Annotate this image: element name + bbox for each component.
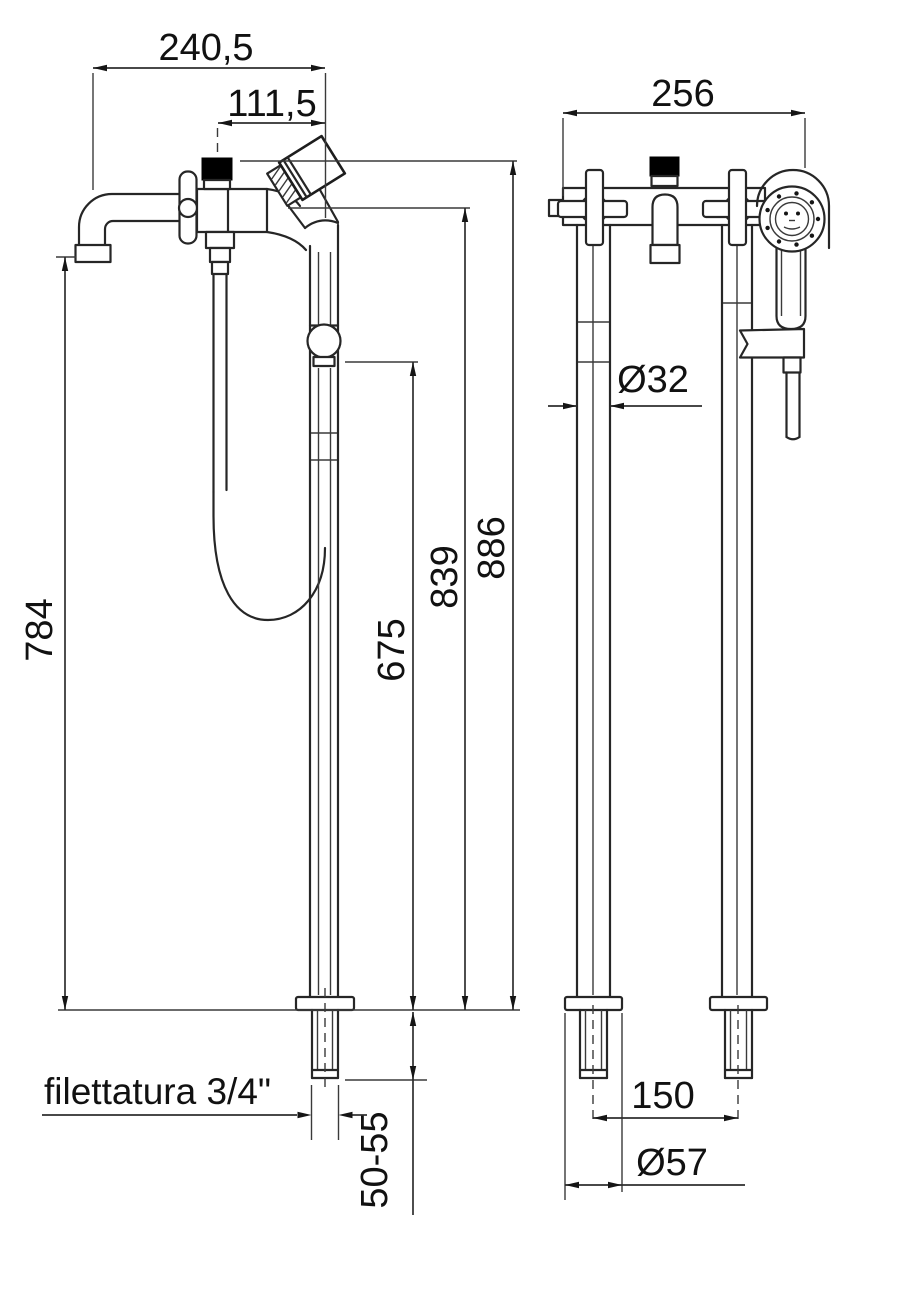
handshower-face-flange [758, 185, 826, 253]
dim-label-240-5: 240,5 [158, 27, 253, 69]
dim-150: 150 [593, 1075, 738, 1122]
cross-handle-right-front [701, 168, 774, 247]
dim-675: 675 [371, 362, 417, 1010]
dim-d57: Ø57 [565, 1142, 745, 1189]
diverter-knob-side [201, 157, 233, 181]
front-view [547, 156, 831, 1080]
dim-label-256: 256 [651, 73, 714, 115]
hose-ball-joint [306, 323, 342, 359]
cross-handle-left-front [556, 168, 629, 247]
dim-111-5: 111,5 [218, 83, 325, 127]
dim-label-d57: Ø57 [636, 1142, 708, 1184]
dim-label-784: 784 [19, 598, 61, 661]
hose-elbow-bracket [738, 327, 806, 359]
dimensions: 240,5 111,5 886 839 675 [19, 27, 806, 1215]
dim-label-886: 886 [471, 516, 513, 579]
column-side [306, 223, 342, 999]
handshower-head [277, 134, 347, 202]
diverter-knob-front [649, 156, 680, 177]
dim-50-55: 50-55 [354, 1012, 417, 1215]
spout-side [74, 192, 199, 264]
dim-label-d32: Ø32 [617, 359, 689, 401]
shower-hose-side [212, 272, 327, 622]
spout-outlet-cap [74, 243, 112, 264]
dim-240-5: 240,5 [93, 27, 325, 72]
dim-label-thread: filettatura 3/4" [44, 1071, 271, 1112]
dim-label-675: 675 [371, 618, 413, 681]
dim-256: 256 [563, 73, 805, 117]
side-view [74, 134, 356, 1092]
cross-handle-side [177, 170, 199, 245]
columns-front [575, 223, 754, 999]
dim-886: 886 [471, 161, 517, 1010]
dim-thread-note: filettatura 3/4" [42, 1071, 367, 1119]
handshower-side [266, 134, 347, 230]
dim-label-50-55: 50-55 [354, 1111, 396, 1208]
dim-label-150: 150 [631, 1075, 694, 1117]
dim-label-111-5: 111,5 [227, 83, 316, 125]
valve-body-side [195, 157, 308, 276]
base-side [294, 988, 356, 1092]
dim-784: 784 [19, 257, 69, 1010]
dim-d32: Ø32 [548, 359, 702, 410]
dim-839: 839 [424, 208, 469, 1010]
bases-front [563, 995, 769, 1080]
diverter-spout-front [649, 156, 681, 265]
dim-label-839: 839 [424, 545, 466, 608]
handshower-front [738, 168, 831, 441]
spray-face-dots [765, 191, 821, 247]
